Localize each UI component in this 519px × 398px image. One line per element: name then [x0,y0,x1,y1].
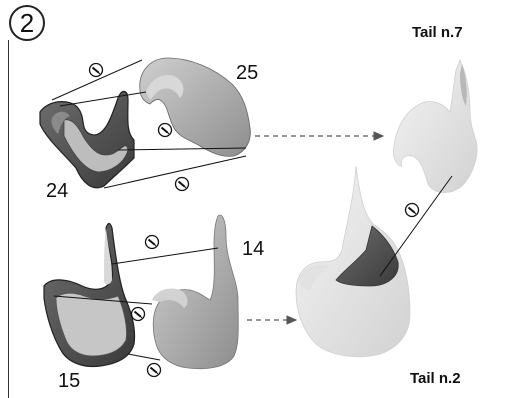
label-part-25: 25 [236,62,258,85]
tail-n7-assembly [393,60,477,193]
glue-icon-bottom-3 [148,364,161,377]
glue-icon-bottom-2 [132,308,145,321]
glue-icon-top-1 [90,64,103,77]
glue-icon-bottom-1 [146,236,159,249]
label-part-24: 24 [46,180,68,203]
label-tail-bottom: Tail n.2 [410,370,461,387]
label-tail-top: Tail n.7 [412,24,463,41]
glue-icon-connector [406,204,419,217]
label-part-15: 15 [58,370,80,393]
glue-icon-top-2 [159,124,172,137]
part-25-cover [140,58,251,156]
part-15-shell [44,224,135,367]
tail-connector-line [380,176,452,276]
tail-n2-assembly [296,166,410,357]
glue-icon-top-3 [176,178,189,191]
part-24-shell [40,91,134,187]
part-14-cover [152,215,238,369]
label-part-14: 14 [242,238,264,261]
